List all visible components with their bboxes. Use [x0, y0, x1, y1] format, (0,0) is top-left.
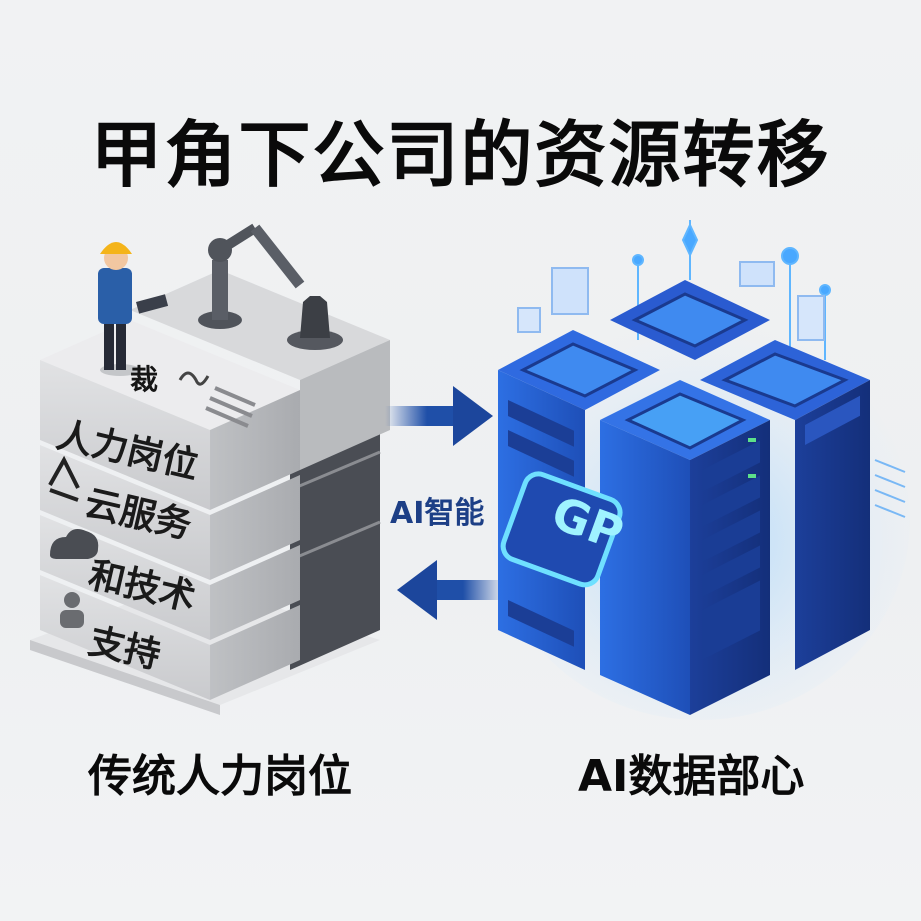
block-4 [40, 575, 300, 700]
person-icon [60, 592, 84, 628]
cut-mark-icon [178, 371, 210, 386]
document-lines-icon [205, 386, 256, 428]
server-back [610, 280, 770, 360]
caption-ai-data-center: AI数据部心 [578, 751, 805, 802]
page-title: 甲角下公司的资源转移 [90, 113, 831, 197]
server-front [600, 380, 770, 715]
ai-data-center-illustration [490, 220, 910, 720]
server-right [700, 340, 870, 670]
gp-badge [500, 471, 623, 588]
arrow-right-icon [385, 386, 493, 446]
cloud-icon [50, 529, 99, 559]
caption-traditional-jobs: 传统人力岗位 [88, 751, 352, 802]
machined-part-icon [287, 296, 343, 350]
ai-intelligence-label: AI智能 [390, 496, 485, 531]
block-2 [40, 445, 300, 580]
data-nodes-icon [517, 220, 831, 360]
arrow-left-icon [397, 560, 505, 620]
worker-icon [98, 242, 169, 376]
cut-label: 裁 [130, 363, 159, 396]
upload-icon [48, 455, 80, 502]
robot-arm-icon [198, 223, 305, 329]
traditional-stack-illustration [30, 223, 390, 715]
